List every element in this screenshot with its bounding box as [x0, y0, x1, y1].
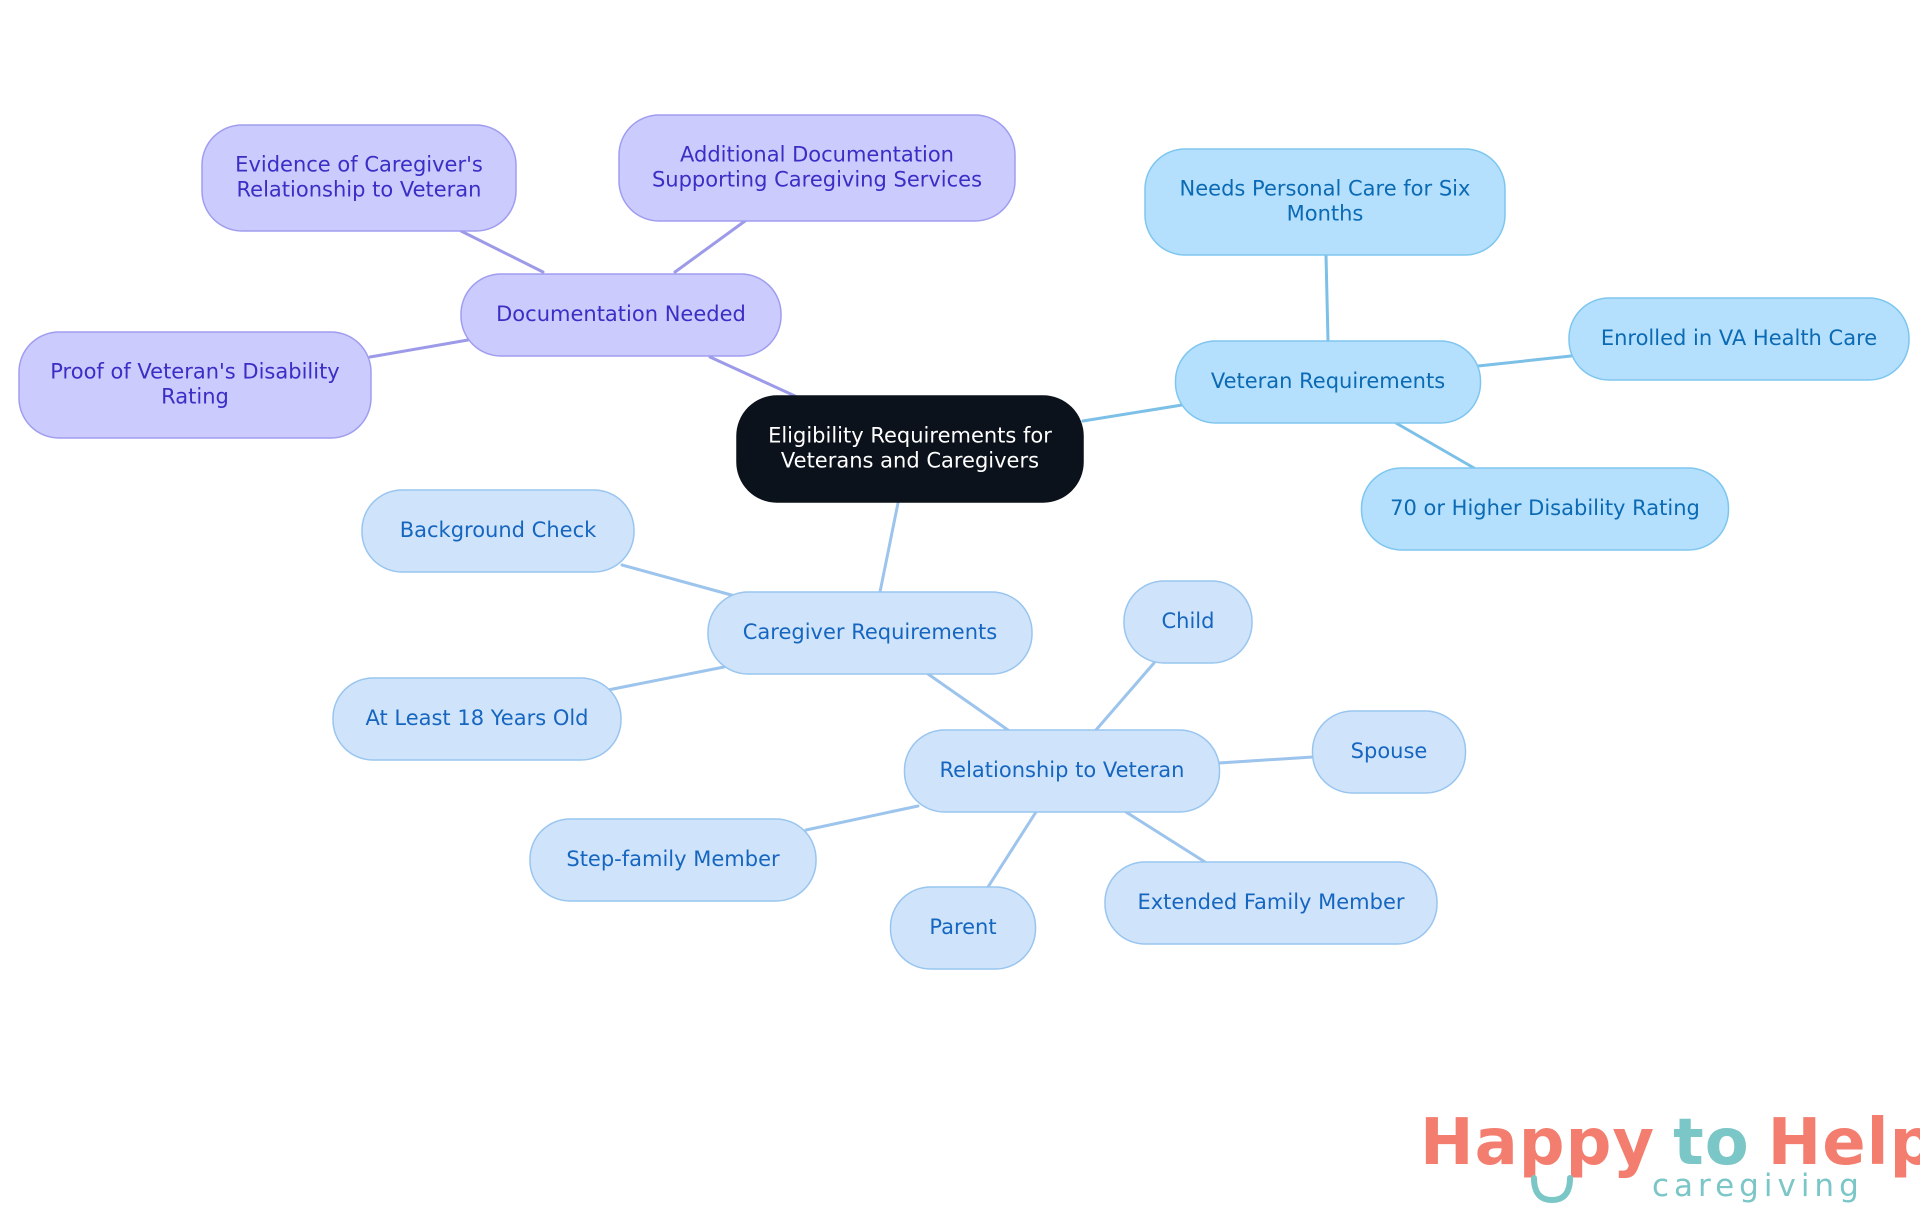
node-label: Parent	[929, 915, 996, 939]
node-label: Additional Documentation	[680, 143, 954, 167]
node-label: Supporting Caregiving Services	[652, 168, 982, 192]
node-label: Proof of Veteran's Disability	[50, 360, 339, 384]
node-cg-relationship: Relationship to Veteran	[903, 729, 1221, 813]
node-box	[1174, 340, 1482, 424]
node-label: At Least 18 Years Old	[365, 706, 588, 730]
node-label: Background Check	[400, 518, 597, 542]
node-rel-child: Child	[1123, 580, 1253, 664]
connector-line	[1394, 421, 1476, 470]
node-box	[460, 273, 782, 357]
connector-line	[1324, 253, 1330, 343]
connector-line	[1124, 810, 1207, 864]
node-box	[1144, 148, 1506, 256]
node-caregiver: Caregiver Requirements	[707, 591, 1033, 675]
node-label: Rating	[161, 385, 229, 409]
smile-icon	[1531, 1175, 1573, 1204]
node-box	[736, 395, 1084, 503]
node-documentation: Documentation Needed	[460, 273, 782, 357]
connector-line	[1094, 661, 1156, 732]
node-box	[1104, 861, 1438, 945]
node-box	[1360, 467, 1730, 551]
connector-line	[708, 355, 797, 398]
node-label: Step-family Member	[566, 847, 780, 871]
nodes: Documentation Needed Evidence of Caregive…	[18, 114, 1910, 970]
node-box	[18, 331, 372, 439]
node-rel-step: Step-family Member	[529, 818, 817, 902]
connector-line	[926, 672, 1010, 732]
node-label: Relationship to Veteran	[940, 758, 1185, 782]
node-label: Documentation Needed	[496, 302, 746, 326]
node-label: Eligibility Requirements for	[768, 424, 1052, 448]
node-box	[529, 818, 817, 902]
node-box	[618, 114, 1016, 222]
connector-line	[986, 810, 1038, 889]
connector-line	[804, 804, 920, 832]
node-box	[707, 591, 1033, 675]
node-vet-rating: 70 or Higher Disability Rating	[1360, 467, 1730, 551]
node-label: Relationship to Veteran	[237, 178, 482, 202]
logo-subtitle: caregiving	[1652, 1168, 1864, 1204]
connector-line	[1476, 354, 1573, 368]
node-box	[903, 729, 1221, 813]
connector-line	[459, 229, 545, 274]
node-box	[1568, 297, 1910, 381]
node-label: Needs Personal Care for Six	[1180, 177, 1471, 201]
node-label: Veterans and Caregivers	[781, 449, 1039, 473]
node-label: Enrolled in VA Health Care	[1601, 326, 1877, 350]
node-vet-enrolled: Enrolled in VA Health Care	[1568, 297, 1910, 381]
node-veteran: Veteran Requirements	[1174, 340, 1482, 424]
node-box	[889, 886, 1037, 970]
connector-lines	[368, 219, 1573, 889]
node-cg-age: At Least 18 Years Old	[332, 677, 622, 761]
node-label: Extended Family Member	[1137, 890, 1404, 914]
node-label: Veteran Requirements	[1211, 369, 1445, 393]
node-rel-spouse: Spouse	[1311, 710, 1467, 794]
connector-line	[1217, 755, 1315, 765]
node-box	[361, 489, 635, 573]
connector-line	[1081, 403, 1184, 423]
node-label: Evidence of Caregiver's	[235, 153, 483, 177]
node-box	[1311, 710, 1467, 794]
node-rel-extended: Extended Family Member	[1104, 861, 1438, 945]
logo-word-to: to	[1673, 1106, 1750, 1180]
node-label: Spouse	[1351, 739, 1428, 763]
node-cg-background: Background Check	[361, 489, 635, 573]
connector-line	[606, 665, 726, 692]
node-rel-parent: Parent	[889, 886, 1037, 970]
connector-line	[673, 219, 747, 274]
node-box	[201, 124, 517, 232]
node-box	[1123, 580, 1253, 664]
node-label: Caregiver Requirements	[743, 620, 997, 644]
node-label: 70 or Higher Disability Rating	[1390, 496, 1700, 520]
connector-line	[368, 338, 470, 359]
node-box	[332, 677, 622, 761]
connector-line	[620, 563, 737, 598]
logo-word-happy: Happy	[1420, 1106, 1656, 1180]
connector-line	[878, 501, 900, 594]
logo-word-help: Help	[1767, 1106, 1920, 1180]
node-label: Months	[1287, 202, 1364, 226]
node-label: Child	[1162, 609, 1215, 633]
